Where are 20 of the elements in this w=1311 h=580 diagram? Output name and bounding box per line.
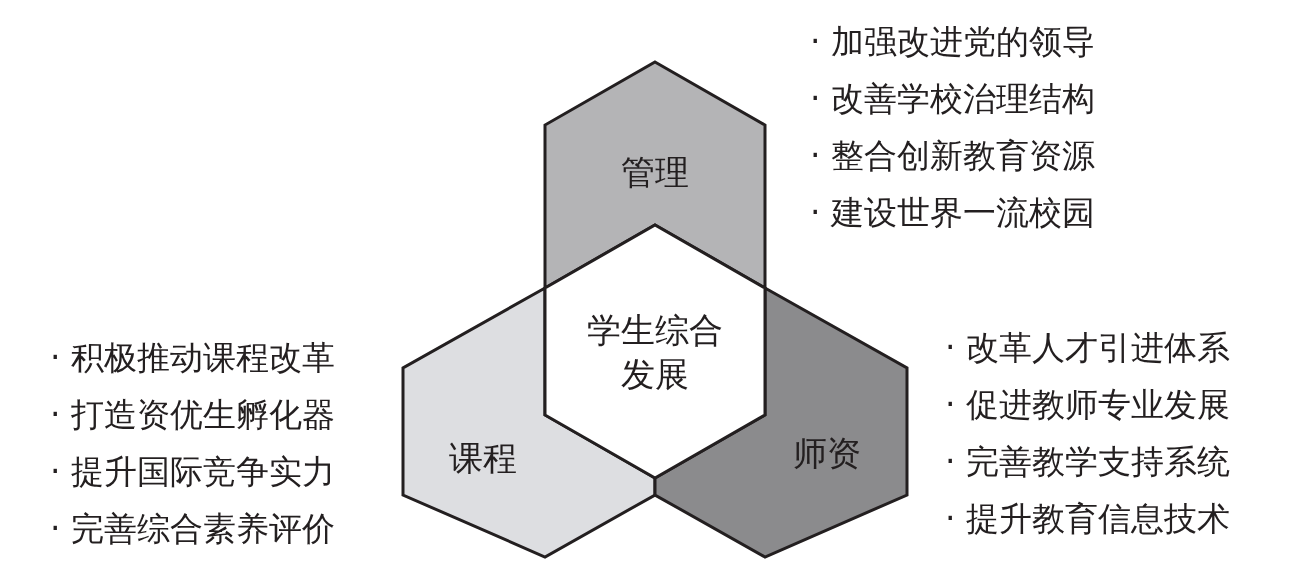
list-item: · 加强改进党的领导	[810, 22, 1095, 62]
list-item: · 建设世界一流校园	[810, 193, 1095, 233]
list-item: · 整合创新教育资源	[810, 136, 1095, 176]
list-item: · 打造资优生孵化器	[50, 395, 335, 435]
list-item: · 完善综合素养评价	[50, 509, 335, 549]
list-item: · 促进教师专业发展	[945, 385, 1230, 425]
list-item: · 提升教育信息技术	[945, 499, 1230, 539]
list-item: · 提升国际竞争实力	[50, 452, 335, 492]
hexagon	[545, 225, 765, 478]
hexagon	[655, 288, 907, 557]
hexagon-label: 学生综合发展	[586, 309, 724, 396]
hexagon-label: 师资	[792, 432, 862, 475]
list-item: · 改善学校治理结构	[810, 79, 1095, 119]
hexagon	[403, 288, 655, 557]
hexagon-label: 课程	[448, 437, 518, 480]
list-item: · 改革人才引进体系	[945, 328, 1230, 368]
list-item: · 完善教学支持系统	[945, 442, 1230, 482]
hexagon-label: 管理	[620, 151, 690, 194]
list-item: · 积极推动课程改革	[50, 338, 335, 378]
hexagon	[545, 62, 765, 288]
